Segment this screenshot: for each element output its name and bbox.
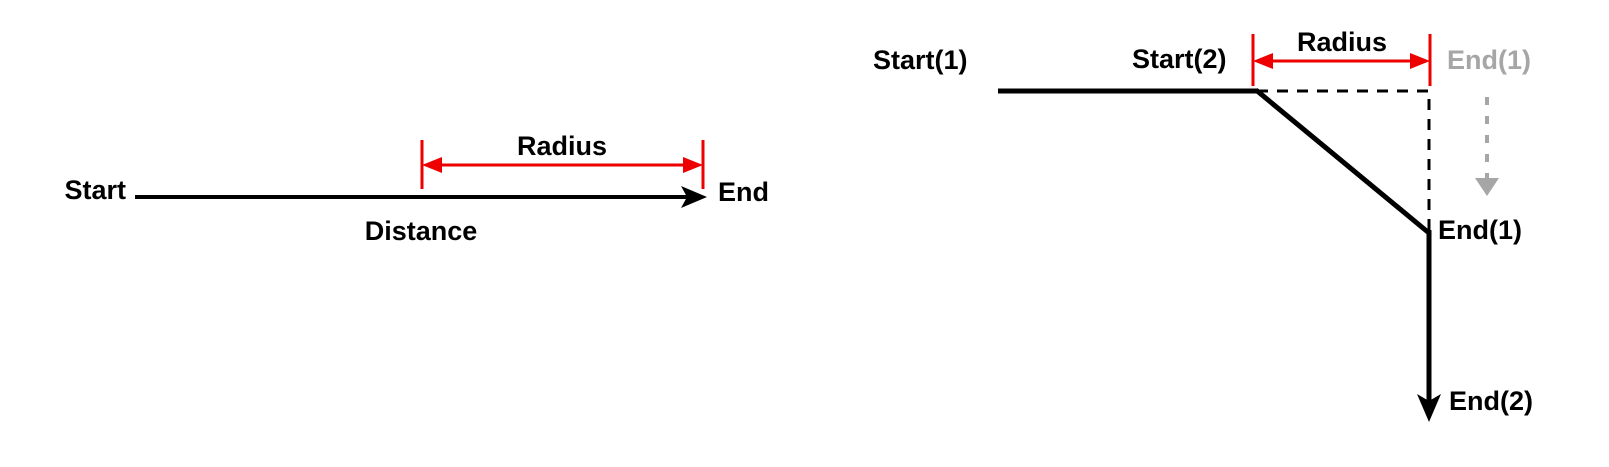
right-panel-group: Start(1) Start(2) Radius End(1) End(1) E… [873, 27, 1533, 422]
original-path-dashed [1257, 89, 1431, 233]
radius-label-right: Radius [1297, 27, 1387, 57]
start-2-label: Start(2) [1132, 44, 1227, 74]
distance-arrowhead-icon [681, 186, 707, 208]
displacement-arrowhead-icon [1475, 178, 1499, 196]
end-1-label: End(1) [1438, 215, 1522, 245]
radius-label-left: Radius [517, 131, 607, 161]
radius-arrowhead-right-icon [683, 157, 703, 173]
radius-arrowhead-left-icon [422, 157, 442, 173]
end-2-label: End(2) [1449, 386, 1533, 416]
radius-arrowhead-left-icon-right [1253, 53, 1273, 69]
segment-2-arrowhead-icon [1417, 394, 1441, 422]
start-label: Start [64, 175, 126, 205]
radius-arrowhead-right-icon-right [1410, 53, 1430, 69]
end-label: End [718, 177, 769, 207]
left-panel-group: Start End Radius Distance [64, 131, 769, 246]
end-1-ghost-label: End(1) [1447, 45, 1531, 75]
start-1-label: Start(1) [873, 45, 968, 75]
distance-label: Distance [365, 216, 478, 246]
segment-1-diagonal [1254, 88, 1431, 235]
